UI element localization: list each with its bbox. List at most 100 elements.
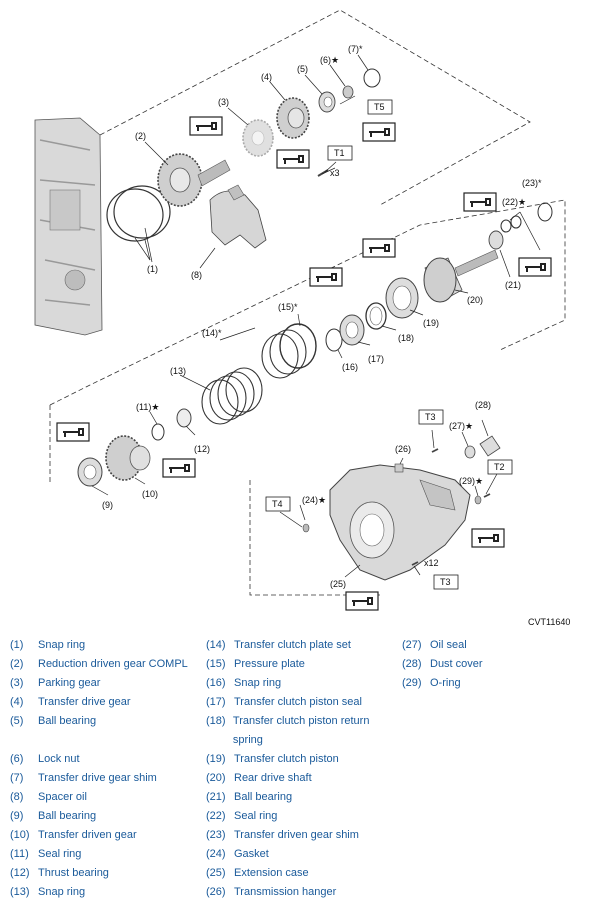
legend-item: (2)Reduction driven gear COMPL — [10, 655, 200, 674]
legend-item-number: (29) — [402, 677, 422, 689]
lubricant-icon — [362, 122, 396, 142]
legend-item-label: Transfer driven gear shim — [234, 829, 359, 841]
snap-ring-16 — [325, 328, 343, 352]
legend-item-number: (21) — [206, 791, 226, 803]
ball-bearing-5 — [318, 91, 336, 113]
callout-11: (11)★ — [136, 402, 159, 412]
gasket — [302, 523, 310, 533]
legend-item-number: (11) — [10, 848, 29, 860]
callout-24: (24)★ — [302, 495, 326, 505]
legend-item: (12)Thrust bearing — [10, 864, 200, 883]
legend-column-2: (14)Transfer clutch plate set(15)Pressur… — [206, 636, 396, 902]
legend-item-number: (5) — [10, 715, 24, 727]
torque-tag-t4-box — [265, 496, 291, 512]
pressure-plate — [279, 323, 317, 369]
legend-item: (23) Transfer driven gear shim — [206, 826, 396, 845]
callout-8: (8) — [191, 270, 202, 280]
torque-tag-t3-upper: T3 — [425, 412, 436, 422]
legend-item-number: (23) — [206, 829, 226, 841]
legend-spacer — [10, 731, 200, 750]
torque-tag-t1-box — [327, 145, 353, 161]
dust-cover — [479, 435, 501, 457]
legend-item-label: Spacer oil — [38, 791, 87, 803]
legend-item-number: (25) — [206, 867, 226, 879]
legend-item-label: Dust cover — [430, 658, 483, 670]
callout-1: (1) — [147, 264, 158, 274]
extension-case — [329, 464, 471, 581]
legend-item-number: (13) — [10, 886, 30, 898]
transfer-clutch-piston-seal — [339, 314, 365, 346]
legend-item: (15)Pressure plate — [206, 655, 396, 674]
legend-item: (4)Transfer drive gear — [10, 693, 200, 712]
ball-bearing-9 — [77, 457, 103, 487]
legend-item: (28) Dust cover — [402, 655, 592, 674]
callout-2: (2) — [135, 131, 146, 141]
legend-item-label: Transfer clutch piston return spring — [232, 715, 370, 746]
legend-column-1: (1) Snap ring (2)Reduction driven gear COM… — [10, 636, 200, 902]
legend-item: (11)Seal ring — [10, 845, 200, 864]
legend-item: (27)Oil seal — [402, 636, 592, 655]
oil-seal — [464, 445, 476, 459]
legend-item-number: (8) — [10, 791, 24, 803]
legend-item-number: (24) — [206, 848, 226, 860]
legend-item-label: Oil seal — [430, 639, 467, 651]
legend-item: (16)Snap ring — [206, 674, 396, 693]
callout-5: (5) — [297, 64, 308, 74]
lubricant-icon — [471, 528, 505, 548]
lubricant-icon — [162, 458, 196, 478]
seal-ring-22 — [500, 215, 522, 233]
rear-drive-shaft — [423, 249, 499, 303]
callout-17: (17) — [368, 354, 384, 364]
legend-item: (29)O-ring — [402, 674, 592, 693]
torque-tag-t2: T2 — [494, 462, 505, 472]
ball-bearing-21 — [488, 230, 504, 250]
legend-item-number: (7) — [10, 772, 24, 784]
legend-item: (3)Parking gear — [10, 674, 200, 693]
legend-item-number: (14) — [206, 639, 226, 651]
figure-code: CVT11640 — [528, 617, 571, 627]
legend-item-label: Seal ring — [234, 810, 278, 822]
leader-lines — [91, 54, 541, 578]
legend-item-label: Snap ring — [38, 886, 86, 898]
legend-item: (13) Snap ring — [10, 883, 200, 902]
legend-item-label: Transfer driven gear — [38, 829, 137, 841]
lubricant-icon — [362, 238, 396, 258]
legend-item: (6) Lock nut — [10, 750, 200, 769]
legend-item-number: (20) — [206, 772, 226, 784]
legend-column-3: (27)Oil seal (28) Dust cover (29)O-ring — [402, 636, 592, 693]
legend-item-number: (28) — [402, 658, 422, 670]
callout-25: (25) — [330, 579, 346, 589]
legend-item-number: (26) — [206, 886, 226, 898]
transfer-drive-gear-shim — [363, 68, 381, 88]
legend-item-label: Gasket — [234, 848, 269, 860]
torque-tag-t5-box — [367, 99, 393, 115]
callout-3: (3) — [218, 97, 229, 107]
legend-item-label: Transfer clutch piston — [234, 753, 339, 765]
callout-28: (28) — [475, 400, 491, 410]
torque-tag-t3-lower-box — [433, 574, 459, 590]
legend-item-label: Thrust bearing — [38, 867, 109, 879]
fastener-count-x12: x12 — [424, 558, 439, 568]
legend-item: (7)Transfer drive gear shim — [10, 769, 200, 788]
transfer-driven-gear — [105, 435, 151, 481]
legend-item-label: Snap ring — [234, 677, 282, 689]
transfer-drive-gear — [276, 97, 310, 139]
legend-item-number: (6) — [10, 753, 24, 765]
legend-item: (26)Transmission hanger — [206, 883, 396, 902]
callout-16: (16) — [342, 362, 358, 372]
lubricant-icon — [345, 591, 379, 611]
legend-item: (22)Seal ring — [206, 807, 396, 826]
callout-21: (21) — [505, 280, 521, 290]
legend-item-label: Lock nut — [38, 753, 80, 765]
legend-item: (18)Transfer clutch piston return spring — [206, 712, 396, 750]
callout-6: (6)★ — [320, 55, 339, 65]
snap-ring-13 — [201, 379, 239, 425]
legend-item-number: (9) — [10, 810, 24, 822]
callout-18: (18) — [398, 333, 414, 343]
legend-item-label: Parking gear — [38, 677, 101, 689]
legend-item-label: Ball bearing — [38, 810, 97, 822]
legend-item-number: (1) — [10, 639, 24, 651]
legend-item: (9) Ball bearing — [10, 807, 200, 826]
lubricant-icon — [309, 267, 343, 287]
legend-item: (20)Rear drive shaft — [206, 769, 396, 788]
